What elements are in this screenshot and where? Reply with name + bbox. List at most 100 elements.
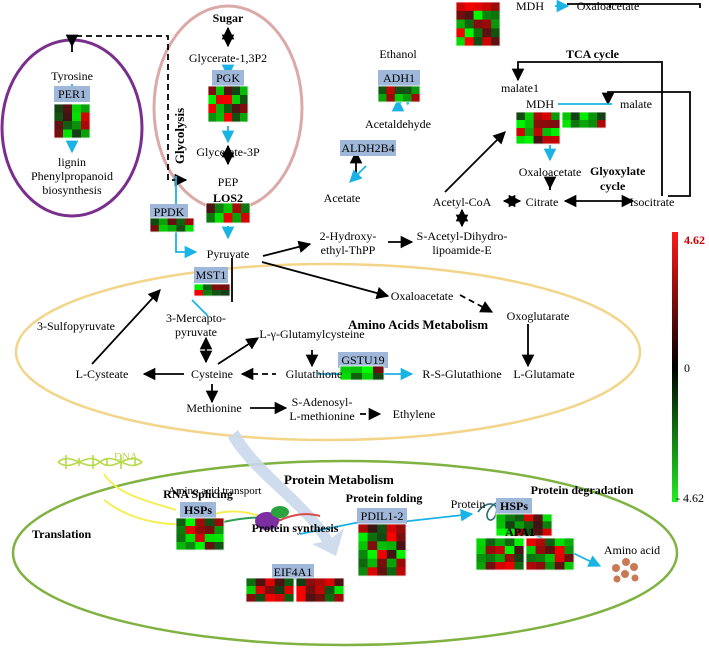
- amino-acid-label: Amino acid: [604, 543, 660, 557]
- heatmap-cell: [377, 567, 388, 577]
- heatmap-border: [377, 85, 421, 103]
- heatmap-cell: [81, 104, 91, 113]
- protein-synthesis-label: Protein synthesis: [252, 521, 339, 535]
- acetate-label: Acetate: [324, 191, 361, 205]
- heatmap-mdh-mid: [515, 111, 561, 145]
- biosynthesis-label: biosynthesis: [42, 183, 102, 197]
- heatmap-border: [207, 85, 249, 123]
- heatmap-cell: [351, 366, 363, 374]
- heatmap-cell: [545, 554, 556, 563]
- heatmap-cell: [473, 10, 483, 20]
- lcysteate-label: L-Cysteate: [76, 367, 129, 381]
- heatmap-cell: [221, 290, 231, 297]
- heatmap-cell: [396, 524, 407, 533]
- heatmap-border: [295, 577, 345, 603]
- protein-metabolism-title: Protein Metabolism: [284, 472, 394, 487]
- heatmap-cell: [533, 521, 543, 529]
- heatmap-ppdk: [149, 217, 195, 233]
- heatmap-cell: [358, 532, 368, 542]
- heatmap-cell: [551, 120, 561, 129]
- heatmap-cell: [411, 94, 421, 103]
- heatmap-cell: [305, 586, 316, 595]
- glycerate13-label: Glycerate-1,3P2: [189, 51, 267, 65]
- heatmap-cell: [533, 120, 543, 129]
- heatmap-cell: [167, 218, 177, 226]
- heatmap-cell: [514, 562, 525, 571]
- heatmap-cell: [482, 2, 492, 12]
- heatmap-cell: [485, 538, 496, 547]
- heatmap-cell: [564, 562, 575, 571]
- heatmap-cell: [482, 28, 492, 38]
- legend-mid: 0: [684, 361, 690, 375]
- heatmap-cell: [386, 524, 397, 533]
- heatmap-cell: [514, 554, 525, 563]
- heatmap-cell: [394, 94, 404, 103]
- heatmap-cell: [216, 95, 225, 105]
- sacetyl-label-1: S-Acetyl-Dihydro-: [417, 229, 508, 243]
- heatmap-cell: [203, 284, 213, 291]
- heatmap-cell: [524, 128, 534, 137]
- heatmap-cell: [533, 528, 543, 537]
- phenylpropanoid-label: Phenylpropanoid: [31, 169, 113, 183]
- heatmap-cell: [185, 542, 196, 551]
- protein-degradation-label: Protein degradation: [531, 483, 634, 497]
- heatmap-cell: [185, 518, 196, 527]
- heatmap-cell: [386, 550, 397, 559]
- heatmap-cell: [396, 558, 407, 568]
- heatmap-cell: [150, 218, 160, 226]
- legend-color-bar: [672, 232, 678, 502]
- heatmap-cell: [535, 562, 546, 571]
- heatmap-border: [245, 577, 295, 603]
- heatmap-cell: [367, 524, 378, 533]
- heatmap-eif4a1-right: [295, 577, 345, 603]
- heatmap-cell: [411, 86, 421, 95]
- heatmap-mst1: [193, 283, 231, 297]
- heatmap-cell: [491, 19, 501, 29]
- heatmap-cell: [386, 541, 397, 551]
- heatmap-cell: [588, 112, 598, 121]
- heatmap-cell: [524, 521, 534, 529]
- heatmap-cell: [464, 19, 474, 29]
- pep-label: PEP: [218, 175, 239, 189]
- heatmap-cell: [495, 554, 506, 563]
- heatmap-cell: [579, 120, 589, 129]
- oxaloacetate-top-label: Oxaloacetate: [577, 0, 640, 13]
- mercapto-label-1: 3-Mercapto-: [166, 311, 226, 325]
- heatmap-cell: [208, 113, 217, 123]
- heatmap-cell: [246, 586, 256, 595]
- heatmap-cell: [505, 528, 515, 537]
- heatmap-eif4a1-left: [245, 577, 295, 603]
- heatmap-cell: [240, 104, 249, 114]
- heatmap-cell: [274, 586, 285, 595]
- acetaldehyde-label: Acetaldehyde: [365, 117, 431, 131]
- heatmap-cell: [224, 104, 233, 114]
- heatmap-pgk: [207, 85, 249, 123]
- heatmap-cell: [358, 541, 368, 551]
- acetylcoa-label: Acetyl-CoA: [433, 195, 492, 209]
- ethanol-label: Ethanol: [379, 47, 417, 61]
- heatmap-cell: [367, 541, 378, 551]
- heatmap-per1: [53, 103, 91, 139]
- heatmap-cell: [81, 112, 91, 122]
- heatmap-cell: [232, 104, 241, 114]
- heatmap-cell: [491, 2, 501, 12]
- heatmap-cell: [63, 104, 73, 113]
- heatmap-cell: [570, 112, 580, 121]
- heatmap-cell: [195, 534, 206, 543]
- heatmap-cell: [204, 534, 215, 543]
- sulfopyruvate-label: 3-Sulfopyruvate: [37, 319, 115, 333]
- heatmap-cell: [504, 562, 515, 571]
- oxaloacetate-amino-label: Oxaloacetate: [391, 289, 454, 303]
- heatmap-cell: [516, 120, 526, 129]
- heatmap-cell: [377, 524, 388, 533]
- heatmap-cell: [362, 366, 374, 374]
- heatmap-cell: [72, 112, 82, 122]
- gene-mst1: MST1: [196, 268, 227, 282]
- heatmap-cell: [212, 284, 222, 291]
- heatmap-apa1-left: [475, 537, 525, 571]
- heatmap-cell: [194, 290, 204, 297]
- heatmap-cell: [554, 546, 565, 555]
- heatmap-adh1: [377, 85, 421, 103]
- heatmap-cell: [545, 546, 556, 555]
- heatmap-cell: [396, 532, 407, 542]
